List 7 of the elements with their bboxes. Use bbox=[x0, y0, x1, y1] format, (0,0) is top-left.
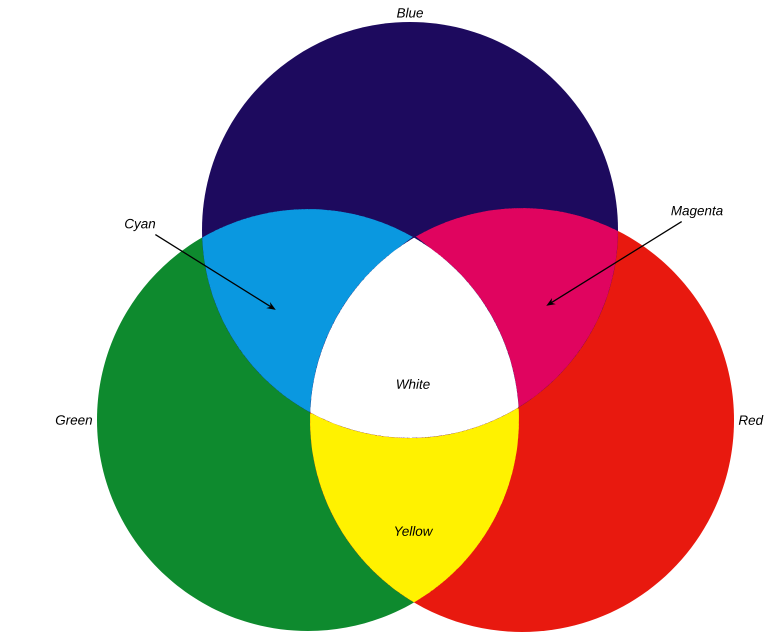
node-label: Green bbox=[56, 415, 92, 425]
overlap-region: Yellow bbox=[310, 408, 519, 602]
overlap-region: White bbox=[310, 238, 519, 438]
color-label: Magenta bbox=[671, 206, 723, 218]
color-label: Cyan bbox=[125, 218, 156, 232]
node-label: Blue bbox=[396, 8, 423, 18]
node-label: Red bbox=[738, 415, 764, 425]
